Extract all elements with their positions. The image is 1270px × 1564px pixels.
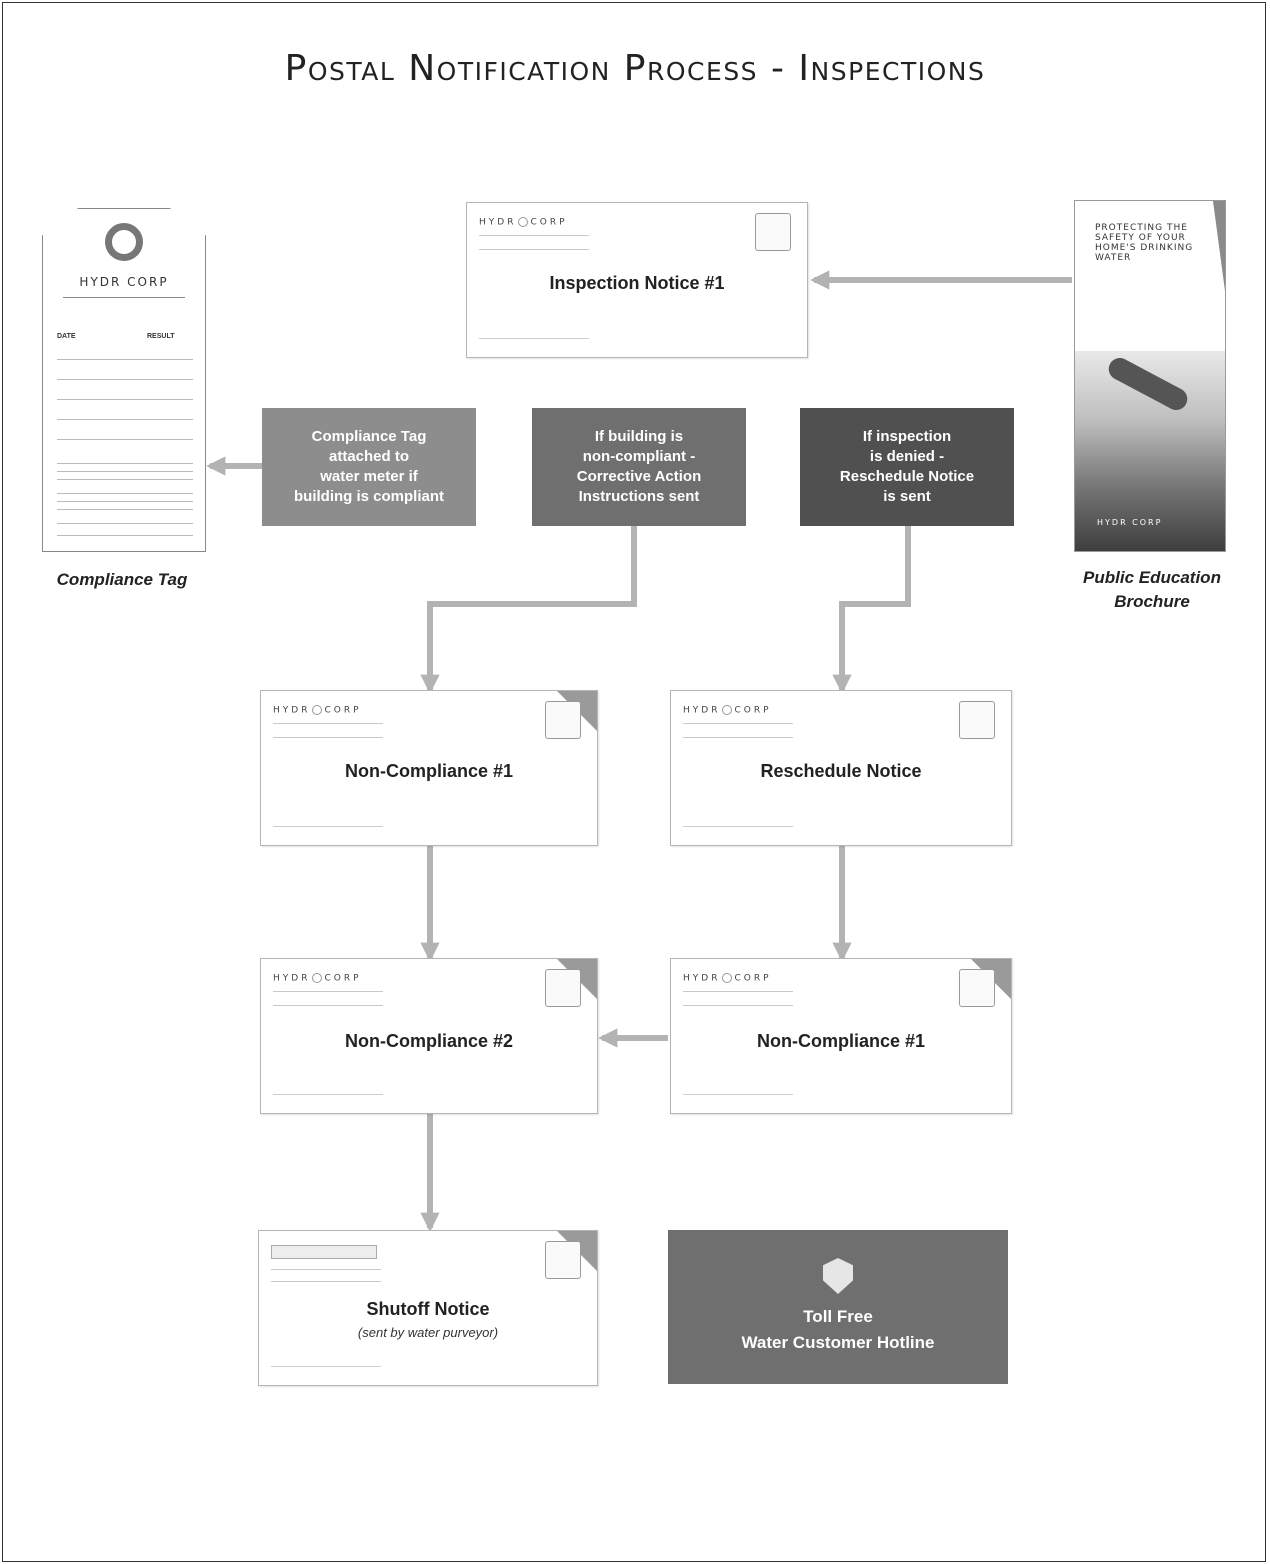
compliance-tag-image: HYDR CORP DATE RESULT <box>42 208 206 552</box>
envelope-sublabel: (sent by water purveyor) <box>357 1325 499 1340</box>
envelope-label: Inspection Notice #1 <box>549 273 725 293</box>
envelope-shutoff-notice: Shutoff Notice (sent by water purveyor) <box>258 1230 598 1386</box>
drop-icon <box>722 705 733 715</box>
box-inspection-denied: If inspection is denied - Reschedule Not… <box>800 408 1014 526</box>
box-non-compliant: If building is non-compliant - Correctiv… <box>532 408 746 526</box>
tag-logo: HYDR CORP <box>79 275 169 289</box>
envelope-label: Non-Compliance #1 <box>344 761 514 781</box>
envelope-label: Shutoff Notice <box>366 1299 490 1319</box>
brochure-logo: HYDR CORP <box>1097 518 1163 527</box>
drop-icon <box>722 973 733 983</box>
box-compliance-tag: Compliance Tag attached to water meter i… <box>262 408 476 526</box>
purveyor-logo-placeholder <box>271 1245 377 1259</box>
hotline-label: Toll Free Water Customer Hotline <box>741 1307 935 1352</box>
tag-col-result: RESULT <box>147 333 175 340</box>
brochure-headline: PROTECTING THE SAFETY OF YOUR HOME'S DRI… <box>1095 223 1194 263</box>
shield-icon <box>823 1258 853 1294</box>
stamp-icon <box>959 969 995 1007</box>
stamp-icon <box>959 701 995 739</box>
envelope-label: Reschedule Notice <box>760 761 922 781</box>
page-title: Postal Notification Process - Inspection… <box>284 48 986 89</box>
stamp-icon <box>755 213 791 251</box>
stamp-icon <box>545 1241 581 1279</box>
envelope-label: Non-Compliance #1 <box>756 1031 926 1051</box>
public-education-brochure-image: PROTECTING THE SAFETY OF YOUR HOME'S DRI… <box>1074 200 1226 552</box>
compliance-tag-caption: Compliance Tag <box>56 570 188 589</box>
box-toll-free-hotline: Toll Free Water Customer Hotline <box>668 1230 1008 1384</box>
tag-hole-icon <box>105 223 143 261</box>
drop-icon <box>518 217 529 227</box>
drop-icon <box>312 705 323 715</box>
drop-icon <box>312 973 323 983</box>
arrow-noncompliant-to-nc1 <box>420 526 637 694</box>
envelope-label: Non-Compliance #2 <box>344 1031 514 1051</box>
stamp-icon <box>545 969 581 1007</box>
tag-col-date: DATE <box>57 333 76 340</box>
brochure-caption: Public Education Brochure <box>1083 568 1221 611</box>
stamp-icon <box>545 701 581 739</box>
arrow-denied-to-reschedule <box>832 526 911 694</box>
